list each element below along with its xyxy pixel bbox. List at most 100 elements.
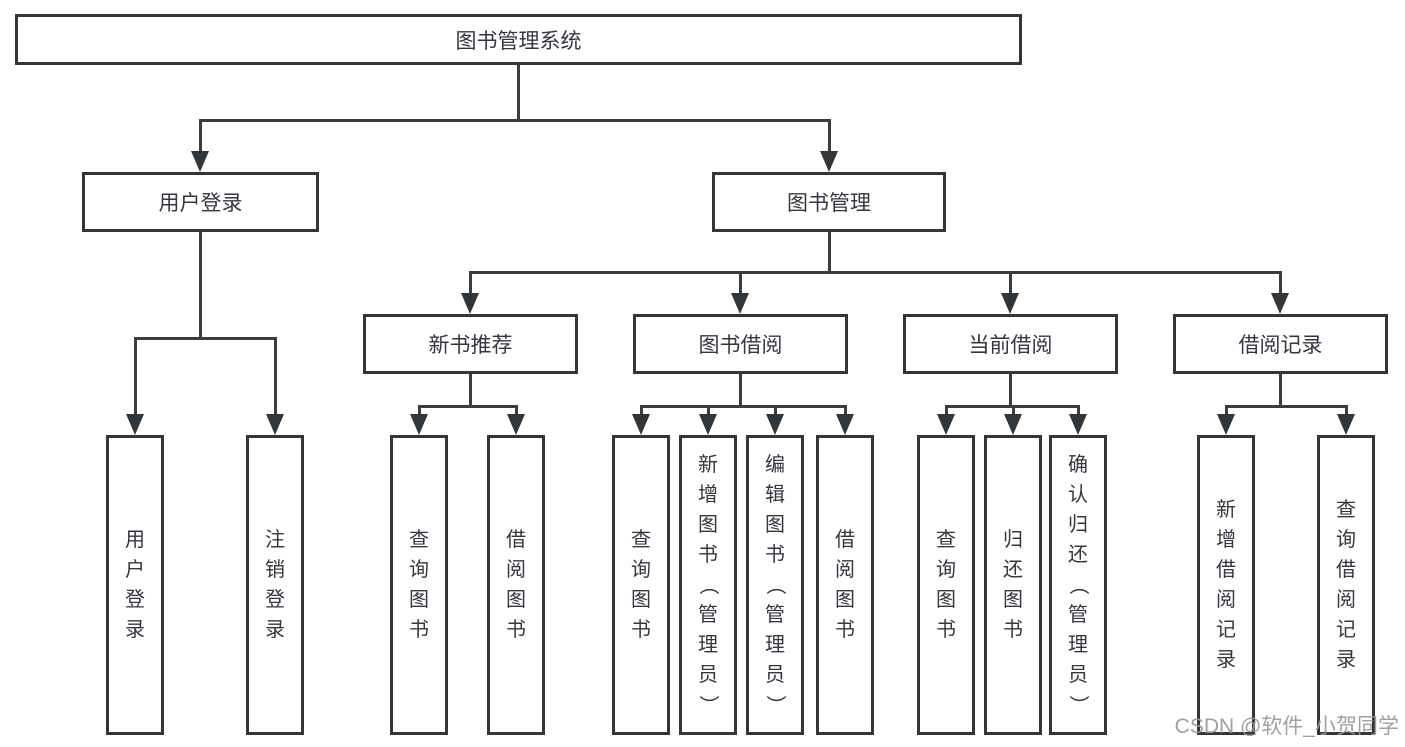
connector-drop (827, 120, 831, 153)
node-current-borrow: 当前借阅 (903, 314, 1118, 374)
leaf-label-char: 管 (1068, 604, 1088, 626)
node-root-system: 图书管理系统 (15, 14, 1022, 65)
arrow-down-icon (1001, 293, 1019, 314)
leaf-label-char: 员 (698, 664, 718, 686)
arrow-down-icon (410, 414, 428, 435)
connector-stem (198, 232, 202, 338)
leaf-label-char: 新 (698, 454, 718, 476)
leaf-label-char: 查 (409, 529, 429, 551)
connector-drop (514, 406, 518, 416)
leaf-label-char: 图 (698, 514, 718, 536)
leaf-label-char: 书 (1003, 619, 1023, 641)
connector-drop (417, 406, 421, 416)
connector-drop (738, 272, 742, 295)
leaf-label-char: 图 (506, 589, 526, 611)
leaf-label-char: 录 (265, 619, 285, 641)
node-book-borrow: 图书借阅 (633, 314, 848, 374)
leaf-label-char: 理 (698, 634, 718, 656)
connector-drop (843, 406, 847, 416)
leaf-label-char: ） (764, 695, 786, 715)
leaf-label-char: 登 (265, 589, 285, 611)
leaf-label-char: 员 (1068, 664, 1088, 686)
leaf-label-char: ） (697, 695, 719, 715)
leaf-label-char: 辑 (765, 484, 785, 506)
leaf-label-char: 理 (1068, 634, 1088, 656)
leaf-label-char: 还 (1003, 559, 1023, 581)
arrow-down-icon (191, 151, 209, 172)
leaf-label-char: ） (1067, 695, 1089, 715)
leaf-label-char: 询 (1336, 529, 1356, 551)
leaf-borrow-books: 借阅图书 (816, 435, 874, 735)
leaf-label-char: 增 (1216, 529, 1236, 551)
leaf-label-char: 理 (765, 634, 785, 656)
arrow-down-icon (266, 414, 284, 435)
leaf-label-char: 管 (765, 604, 785, 626)
leaf-query-borrow-record: 查询借阅记录 (1317, 435, 1375, 735)
connector-drop (1278, 272, 1282, 295)
connector-drop (1011, 406, 1015, 416)
leaf-label-char: 归 (1003, 529, 1023, 551)
leaf-label-char: 图 (936, 589, 956, 611)
node-user-login: 用户登录 (82, 172, 319, 232)
leaf-label-char: （ (697, 575, 719, 595)
connector-drop (944, 406, 948, 416)
leaf-label-char: 记 (1336, 619, 1356, 641)
leaf-label-char: 新 (1216, 499, 1236, 521)
leaf-label-char: 图 (631, 589, 651, 611)
leaf-label-char: 书 (835, 619, 855, 641)
arrow-down-icon (507, 414, 525, 435)
leaf-label-char: 录 (1216, 649, 1236, 671)
leaf-return-books: 归还图书 (984, 435, 1042, 735)
leaf-label-char: 图 (409, 589, 429, 611)
arrow-down-icon (1069, 414, 1087, 435)
leaf-label-char: 增 (698, 484, 718, 506)
leaf-label-char: 查 (631, 529, 651, 551)
leaf-label-char: 图 (835, 589, 855, 611)
connector-bar (133, 336, 277, 340)
leaf-label-char: 户 (125, 559, 145, 581)
leaf-borrow-books-newbook: 借阅图书 (487, 435, 545, 735)
leaf-label-char: 查 (1336, 499, 1356, 521)
leaf-label-char: 录 (1336, 649, 1356, 671)
leaf-query-books-borrow: 查询图书 (612, 435, 670, 735)
arrow-down-icon (1004, 414, 1022, 435)
arrow-down-icon (836, 414, 854, 435)
connector-stem (1008, 374, 1012, 406)
leaf-label-char: 借 (835, 529, 855, 551)
leaf-label-char: （ (764, 575, 786, 595)
connector-drop (1344, 406, 1348, 416)
leaf-query-books-current: 查询图书 (917, 435, 975, 735)
connector-drop (773, 406, 777, 416)
connector-stem (827, 232, 831, 272)
connector-drop (1008, 272, 1012, 295)
connector-stem (516, 65, 520, 120)
connector-bar (468, 270, 1282, 274)
leaf-label-char: 阅 (835, 559, 855, 581)
leaf-label-char: 登 (125, 589, 145, 611)
connector-drop (639, 406, 643, 416)
leaf-label-char: 查 (936, 529, 956, 551)
leaf-logout: 注销登录 (246, 435, 304, 735)
connector-drop (468, 272, 472, 295)
leaf-label-char: 借 (1336, 559, 1356, 581)
arrow-down-icon (1337, 414, 1355, 435)
node-borrow-records: 借阅记录 (1173, 314, 1388, 374)
csdn-watermark: CSDN @软件_小贺同学 (1174, 715, 1399, 738)
leaf-label-char: 用 (125, 529, 145, 551)
connector-stem (1278, 374, 1282, 406)
leaf-add-books-admin: 新增图书（管理员） (679, 435, 737, 735)
connector-bar (417, 404, 518, 408)
leaf-add-borrow-record: 新增借阅记录 (1197, 435, 1255, 735)
leaf-label-char: 销 (265, 559, 285, 581)
leaf-label-char: 阅 (506, 559, 526, 581)
leaf-label-char: 借 (1216, 559, 1236, 581)
connector-drop (273, 338, 277, 416)
leaf-label-char: 还 (1068, 544, 1088, 566)
arrow-down-icon (731, 293, 749, 314)
leaf-label-char: 书 (765, 544, 785, 566)
leaf-label-char: 图 (1003, 589, 1023, 611)
leaf-label-char: 注 (265, 529, 285, 551)
arrow-down-icon (937, 414, 955, 435)
connector-drop (1224, 406, 1228, 416)
